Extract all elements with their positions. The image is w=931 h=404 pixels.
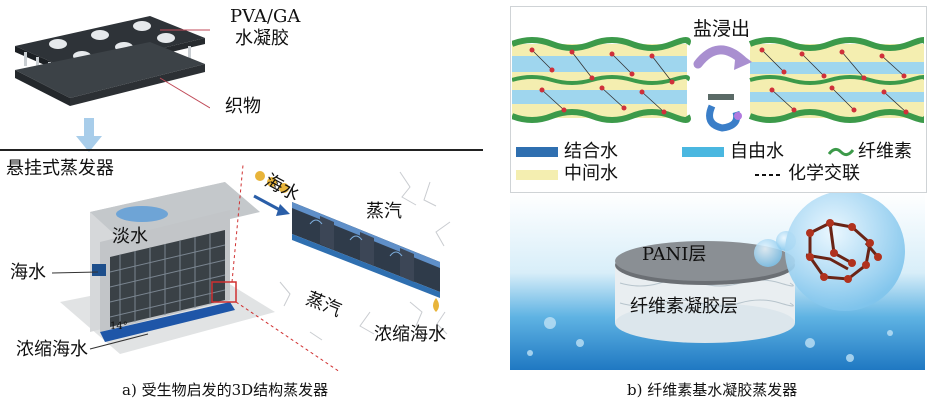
fabric-label: 织物 [225,96,261,117]
hydrogel-network-illustration [512,37,924,132]
gel-layer-label: 纤维素凝胶层 [630,296,738,317]
legend-crosslink-swatch [755,174,783,176]
seawater-left-label: 海水 [10,262,46,283]
zoomed-sheet-illustration [253,171,451,341]
panel-a: PVA/GA 水凝胶 织物 悬挂式蒸发器 [0,6,483,399]
concentrated-right-label: 浓缩海水 [374,324,446,345]
concentrated-left-label: 浓缩海水 [16,339,88,360]
hydrogel-fabric-illustration [15,16,210,109]
pani-layer-label: PANI层 [642,244,707,265]
legend-intermediate-water-label: 中间水 [564,163,618,184]
legend-fiber-swatch [828,147,854,157]
fresh-water-label: 淡水 [112,226,148,247]
hanging-evaporator-illustration [60,182,275,354]
caption-b: b) 纤维素基水凝胶蒸发器 [627,381,798,399]
down-arrow-icon [76,118,102,152]
legend-free-water-swatch [682,147,724,157]
vapor-top-label: 蒸汽 [366,201,402,222]
panel-b: 盐浸出 结合水 自由水 纤维素 中间水 化学交联 [510,0,931,404]
legend-fiber-label: 纤维素 [858,141,912,162]
legend-crosslink-label: 化学交联 [788,163,860,184]
legend-intermediate-water-swatch [516,170,558,180]
pointer-lines [51,164,341,373]
section-divider [0,149,483,151]
legend-bound-water-swatch [516,147,558,157]
legend-free-water-label: 自由水 [730,141,784,162]
hydrogel-label-line2: 水凝胶 [235,28,289,49]
legend: 结合水 自由水 纤维素 中间水 化学交联 [516,140,921,188]
salt-leaching-label: 盐浸出 [693,18,751,40]
caption-a: a) 受生物启发的3D结构蒸发器 [122,381,329,399]
pani-evaporator-illustration [510,193,925,370]
hydrogel-label-line1: PVA/GA [230,6,301,27]
section-title: 悬挂式蒸发器 [6,158,114,179]
legend-bound-water-label: 结合水 [564,141,618,162]
tilt-angle-label: 14° [110,321,128,332]
